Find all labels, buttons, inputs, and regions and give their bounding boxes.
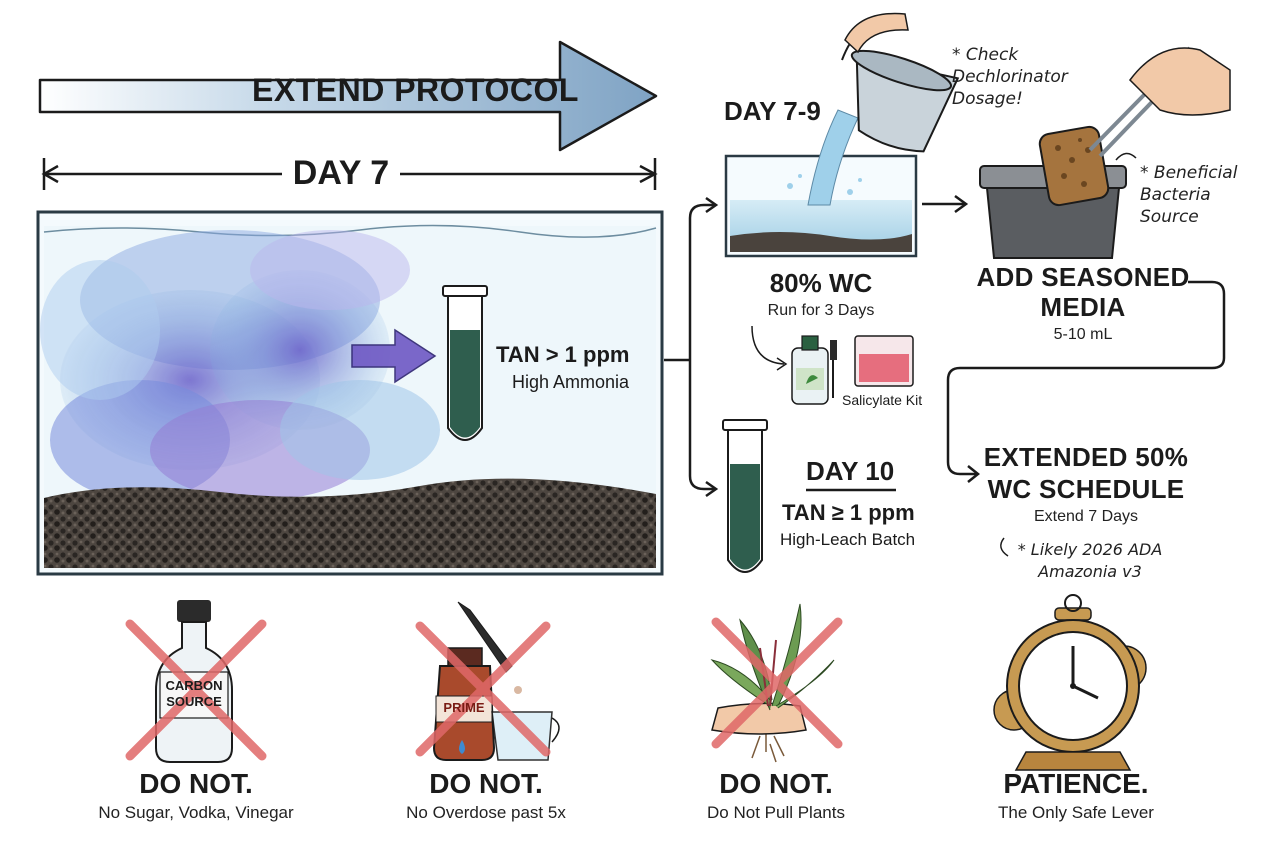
tan-reading-2: TAN ≥ 1 ppm [782,500,915,525]
arrow-to-media [922,194,969,214]
protocol-arrow [38,40,658,152]
wc80-label: 80% WC [769,268,873,298]
test-tube-2 [722,419,768,573]
day7-label: DAY 7 [282,154,400,193]
day10-label: DAY 10 [806,456,895,486]
tan-reading-1-sub: High Ammonia [512,372,630,392]
warning-2-sub: No Overdose past 5x [406,803,566,822]
plant-icon [710,603,843,763]
tan-reading-2-sub: High-Leach Batch [780,530,916,549]
patience-title: PATIENCE. [1003,768,1149,799]
schedule-title-line1: EXTENDED 50% [983,442,1189,472]
schedule-note-line2: Amazonia v3 [1038,562,1142,581]
schedule-title-line2: WC SCHEDULE [987,474,1185,504]
dechlorinator-note: * Check Dechlorinator Dosage! [952,45,1068,109]
wc80-sub: Run for 3 Days [767,302,875,319]
ammonia-cloud [40,230,440,500]
warning-1-title: DO NOT. [139,768,253,799]
media-to-schedule-connector [946,280,1226,483]
prime-label: PRIME [443,700,485,715]
test-tube-1 [442,285,488,441]
warning-3-sub: Do Not Pull Plants [707,803,845,822]
kit-arrow [751,325,788,371]
protocol-label: EXTEND PROTOCOL [252,72,579,108]
small-tank [724,109,918,258]
media-title-line1: ADD SEASONED [976,262,1190,292]
warning-1-sub: No Sugar, Vodka, Vinegar [98,803,294,822]
kit-label: Salicylate Kit [842,392,923,408]
branch-connector [664,196,719,498]
bucket-icon [841,12,960,153]
bacteria-note: * Beneficial Bacteria Source [1140,163,1238,227]
schedule-note-line1: * Likely 2026 ADA [1017,540,1163,559]
note-curl-2 [1115,152,1137,161]
day79-label: DAY 7-9 [724,96,821,126]
main-tank [36,210,664,576]
clock-icon [993,594,1147,771]
day7-span [41,158,658,190]
media-sub: 5-10 mL [1053,326,1113,343]
carbon-bottle-icon [125,600,267,763]
schedule-sub: Extend 7 Days [1033,508,1139,525]
carbon-label: CARBON SOURCE [165,678,223,709]
salicylate-kit-icon [791,335,914,405]
prime-bottle-icon [415,601,560,761]
filter-media-icon [979,46,1231,259]
patience-sub: The Only Safe Lever [998,803,1154,822]
warning-2-title: DO NOT. [429,768,543,799]
note-curl [1000,537,1009,557]
warning-3-title: DO NOT. [719,768,833,799]
tan-reading-1: TAN > 1 ppm [496,342,630,367]
media-title-line2: MEDIA [1040,292,1126,322]
